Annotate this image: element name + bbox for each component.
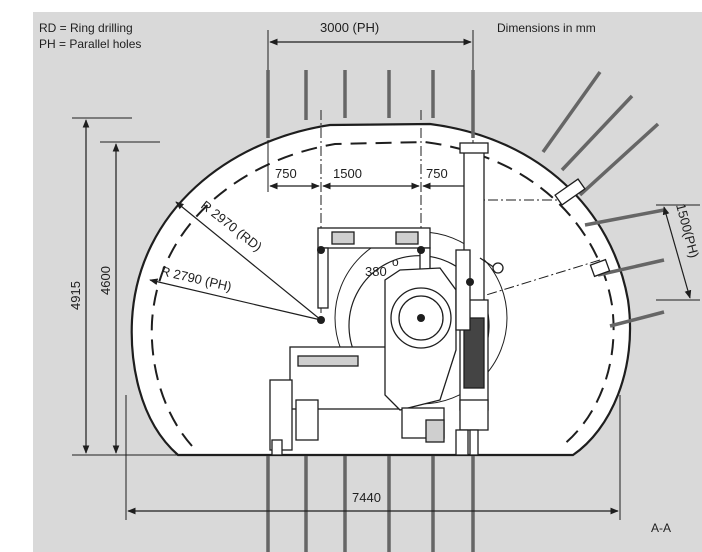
dim-height-inner: 4600 — [98, 266, 113, 295]
pivot-points — [317, 246, 474, 324]
dimension-lines — [82, 38, 692, 515]
tunnel-outer-profile — [130, 122, 632, 457]
drill-rig — [269, 142, 611, 456]
legend-rd: RD = Ring drilling — [39, 21, 133, 35]
dim-left-offset: 750 — [275, 166, 297, 181]
dim-center-span: 1500 — [333, 166, 362, 181]
dim-rotation: 380 — [365, 264, 387, 279]
section-label: A-A — [651, 521, 671, 535]
tunnel-dashed-profile — [150, 140, 615, 447]
units-note: Dimensions in mm — [497, 21, 596, 35]
parallel-holes-top — [266, 70, 475, 138]
dim-width-total: 7440 — [352, 490, 381, 505]
dim-right-offset: 750 — [426, 166, 448, 181]
dim-height-outer: 4915 — [68, 281, 83, 310]
legend-ph: PH = Parallel holes — [39, 37, 141, 51]
rd-feed-lower — [589, 258, 611, 278]
dim-top-spacing: 3000 (PH) — [320, 20, 379, 35]
ring-holes-right — [541, 70, 665, 328]
parallel-holes-bottom — [266, 456, 475, 552]
dim-rotation-degree: o — [392, 255, 399, 269]
rd-feed-upper — [554, 178, 586, 206]
